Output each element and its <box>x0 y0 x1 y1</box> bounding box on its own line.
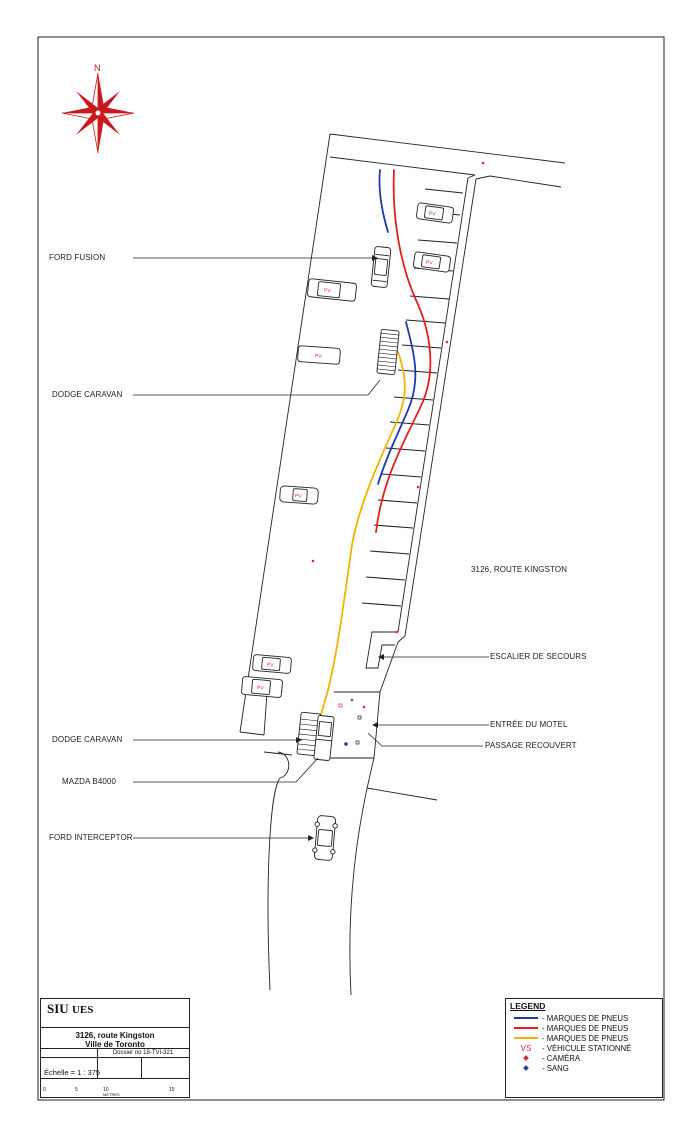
camera-marker <box>362 705 366 709</box>
legend-item-tire-yellow: - MARQUES DE PNEUS <box>514 1033 628 1043</box>
parked-vehicle: PV <box>297 345 341 365</box>
evidence-square <box>338 703 343 708</box>
scale-unit: MÈTRES <box>103 1092 120 1097</box>
file-number: Dossier no 18-TVI-321 <box>112 1050 174 1056</box>
legend-item-parked-vehicle: VS - VÉHICULE STATIONNÉ <box>520 1043 632 1053</box>
evidence-square <box>355 740 360 745</box>
camera-marker <box>445 340 449 344</box>
top-street <box>329 133 566 188</box>
evidence-markers <box>311 161 485 746</box>
parked-vehicle: PV <box>413 251 451 273</box>
blood-marker <box>344 742 348 746</box>
legend-item-camera: - CAMÉRA <box>514 1053 580 1063</box>
parked-vehicle: PV <box>307 278 357 302</box>
parked-vehicle: PV <box>279 485 319 505</box>
tire-marks <box>315 169 432 735</box>
label-address: 3126, ROUTE KINGSTON <box>471 565 568 574</box>
scale-tick-labels: 0 5 10 15 <box>43 1087 175 1093</box>
camera-marker <box>311 559 315 563</box>
camera-marker <box>481 161 485 165</box>
parked-vehicle: PV <box>241 676 283 698</box>
label-covered-passage: PASSAGE RECOUVERT <box>485 741 577 750</box>
evidence-square <box>357 715 362 720</box>
camera-marker <box>416 485 420 489</box>
legend-item-tire-blue: - MARQUES DE PNEUS <box>514 1013 628 1023</box>
compass-rose-icon <box>61 72 135 154</box>
label-mazda: MAZDA B4000 <box>62 777 117 786</box>
ford-fusion-vehicle <box>370 246 392 288</box>
svg-text:PV: PV <box>428 211 436 218</box>
svg-text:PV: PV <box>425 260 433 267</box>
camera-marker <box>350 698 354 702</box>
vehicles: PV PV PV PV PV PV PV <box>241 202 454 861</box>
tire-mark-blue-top <box>378 169 389 233</box>
label-ford-interceptor: FORD INTERCEPTOR <box>49 833 133 842</box>
callout-leaders <box>133 255 489 841</box>
camera-marker <box>395 630 399 634</box>
siu-logo: SIU UES <box>47 1001 94 1016</box>
parked-vehicle: PV <box>416 202 454 224</box>
legend-item-tire-red: - MARQUES DE PNEUS <box>514 1023 628 1033</box>
sheet-frame <box>37 36 665 1101</box>
legend-title: LEGEND <box>510 1001 546 1011</box>
lot-edges <box>239 133 375 996</box>
blood-dot-icon <box>523 1065 529 1071</box>
drawing-scale: Échelle = 1 : 375 <box>44 1068 101 1077</box>
label-fire-escape: ESCALIER DE SECOURS <box>490 652 587 661</box>
title-block: SIU UES 3126, route Kingston Ville de To… <box>40 998 190 1098</box>
legend: LEGEND - MARQUES DE PNEUS - MARQUES DE P… <box>505 998 663 1098</box>
svg-text:PV: PV <box>315 353 323 359</box>
ford-interceptor-vehicle <box>312 815 338 861</box>
label-motel-entrance: ENTRÉE DU MOTEL <box>490 720 568 729</box>
tire-mark-red-long <box>375 169 432 533</box>
title-address: 3126, route Kingston Ville de Toronto <box>75 1031 155 1049</box>
tire-mark-yellow <box>315 351 406 735</box>
label-dodge-caravan-top: DODGE CARAVAN <box>52 390 123 399</box>
label-ford-fusion: FORD FUSION <box>49 253 106 262</box>
compass-north-label: N <box>94 63 101 73</box>
parked-vehicle: PV <box>252 654 292 674</box>
label-dodge-caravan-bottom: DODGE CARAVAN <box>52 735 123 744</box>
legend-item-blood: - SANG <box>514 1063 569 1073</box>
camera-dot-icon <box>523 1055 529 1061</box>
svg-text:PV: PV <box>295 493 303 499</box>
tire-mark-blue-long <box>377 321 417 485</box>
svg-text:PV: PV <box>267 662 275 669</box>
svg-text:PV: PV <box>324 288 332 295</box>
mazda-b4000-vehicle <box>313 715 335 761</box>
building-outline <box>328 174 491 801</box>
dodge-caravan-vehicle <box>376 328 400 376</box>
svg-text:PV: PV <box>257 685 265 692</box>
